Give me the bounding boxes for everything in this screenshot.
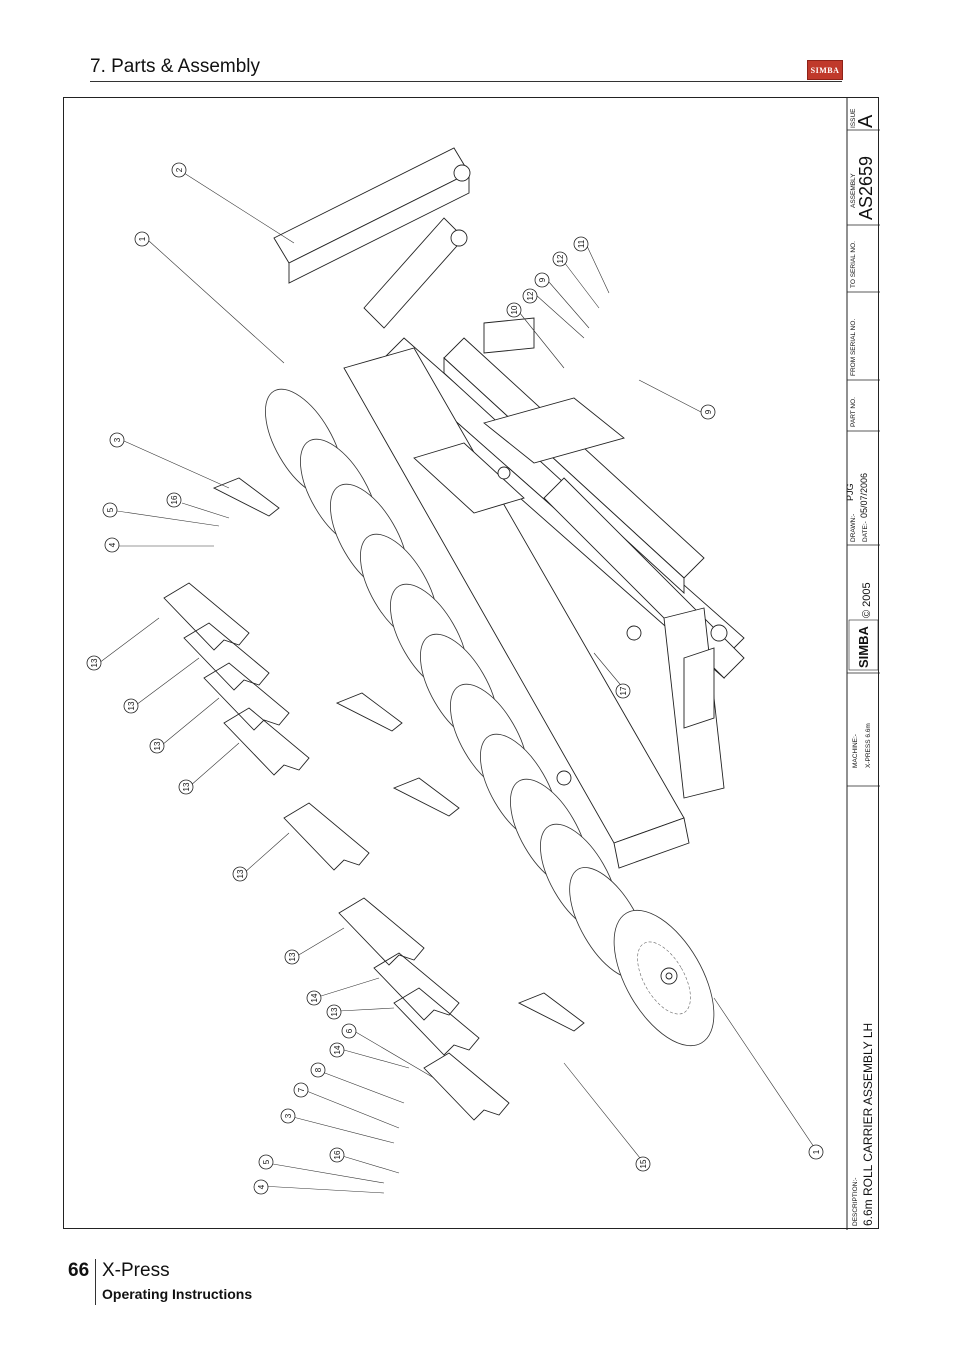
to-serial-label: TO SERIAL NO. (850, 241, 857, 288)
assembly-number: AS2659 (856, 156, 876, 220)
balloon: 1 (808, 1144, 824, 1160)
copyright: © 2005 (861, 582, 873, 618)
balloon: 15 (635, 1156, 651, 1172)
title-block-logo-box (848, 619, 879, 671)
title-block-logo: SIMBA (856, 626, 871, 669)
balloon: 4 (253, 1179, 269, 1195)
svg-text:16: 16 (170, 495, 179, 504)
svg-text:10: 10 (510, 305, 519, 314)
svg-text:5: 5 (106, 507, 115, 512)
simba-logo: SIMBA (807, 60, 843, 80)
exploded-assembly-drawing: ISSUE A ASSEMBLY AS2659 TO SERIAL NO. FR… (86, 98, 880, 1230)
svg-text:7: 7 (297, 1087, 306, 1092)
svg-text:11: 11 (577, 239, 586, 248)
title-block: ISSUE A ASSEMBLY AS2659 TO SERIAL NO. FR… (845, 98, 880, 1230)
roller-discs (265, 388, 715, 1047)
part-balloons: 2 1 3 5 4 16 9 10 12 9 12 11 13 13 13 13… (86, 162, 824, 1195)
description: 6.6m ROLL CARRIER ASSEMBLY LH (861, 1023, 875, 1226)
balloon: 13 (123, 698, 139, 714)
balloon: 13 (326, 1004, 342, 1020)
svg-text:4: 4 (257, 1184, 266, 1189)
balloon: 13 (178, 779, 194, 795)
roll-carrier-frame (273, 147, 745, 869)
balloon: 6 (341, 1023, 357, 1039)
footer-divider (95, 1259, 96, 1305)
description-label: DESCRIPTION:- (852, 1178, 859, 1226)
svg-text:13: 13 (90, 658, 99, 667)
balloon: 4 (104, 537, 120, 553)
balloon: 9 (534, 272, 550, 288)
drawing-date: 05/07/2006 (859, 473, 869, 518)
product-name: X-Press (102, 1260, 170, 1281)
svg-text:13: 13 (330, 1007, 339, 1016)
balloon: 7 (293, 1082, 309, 1098)
svg-text:13: 13 (182, 782, 191, 791)
drawn-by: PJG (845, 483, 855, 501)
date-label: DATE:- (862, 521, 869, 542)
drawn-label: DRAWN:- (850, 514, 857, 542)
balloon: 16 (329, 1147, 345, 1163)
svg-text:1: 1 (812, 1149, 821, 1154)
svg-text:5: 5 (262, 1159, 271, 1164)
balloon: 3 (109, 432, 125, 448)
balloon: 5 (258, 1154, 274, 1170)
svg-text:17: 17 (619, 686, 628, 695)
svg-text:14: 14 (310, 993, 319, 1002)
balloon: 3 (280, 1108, 296, 1124)
svg-text:12: 12 (526, 291, 535, 300)
balloon: 2 (171, 162, 187, 178)
balloon: 9 (700, 404, 716, 420)
section-title: 7. Parts & Assembly (90, 56, 261, 77)
svg-text:12: 12 (556, 254, 565, 263)
balloon: 10 (506, 302, 522, 318)
balloon: 14 (306, 990, 322, 1006)
scraper-brackets (163, 477, 585, 1121)
drawing-frame: ISSUE A ASSEMBLY AS2659 TO SERIAL NO. FR… (63, 97, 880, 1230)
svg-text:16: 16 (333, 1150, 342, 1159)
page-number: 66 (68, 1260, 90, 1281)
svg-text:4: 4 (108, 542, 117, 547)
balloon: 1 (134, 231, 150, 247)
svg-text:13: 13 (288, 952, 297, 961)
svg-text:2: 2 (175, 167, 184, 172)
leader-lines (98, 172, 817, 1194)
balloon: 13 (284, 949, 300, 965)
assembly-label: ASSEMBLY (850, 173, 857, 208)
svg-text:1: 1 (138, 236, 147, 241)
balloon: 17 (615, 683, 631, 699)
part-no-label: PART NO. (850, 397, 857, 427)
balloon: 8 (310, 1062, 326, 1078)
machine-label: MACHINE:- (852, 734, 859, 768)
balloon: 13 (86, 655, 102, 671)
svg-text:8: 8 (314, 1067, 323, 1072)
svg-text:9: 9 (704, 409, 713, 414)
balloon: 13 (232, 866, 248, 882)
from-serial-label: FROM SERIAL NO. (850, 319, 857, 376)
svg-text:13: 13 (236, 869, 245, 878)
document-subtitle: Operating Instructions (102, 1286, 253, 1302)
balloon: 5 (102, 502, 118, 518)
balloon: 14 (329, 1042, 345, 1058)
svg-text:13: 13 (153, 741, 162, 750)
svg-text:14: 14 (333, 1045, 342, 1054)
svg-text:13: 13 (127, 701, 136, 710)
issue-value: A (855, 114, 877, 128)
balloon: 12 (552, 251, 568, 267)
svg-text:15: 15 (639, 1159, 648, 1168)
balloon: 12 (522, 288, 538, 304)
svg-text:6: 6 (345, 1028, 354, 1033)
balloon: 13 (149, 738, 165, 754)
svg-text:9: 9 (538, 277, 547, 282)
svg-text:3: 3 (113, 437, 122, 442)
machine-name: X-PRESS 6.6m (865, 723, 872, 768)
header-divider (90, 81, 842, 82)
balloon: 11 (573, 236, 589, 252)
issue-label: ISSUE (850, 108, 857, 128)
balloon: 16 (166, 492, 182, 508)
svg-text:3: 3 (284, 1113, 293, 1118)
